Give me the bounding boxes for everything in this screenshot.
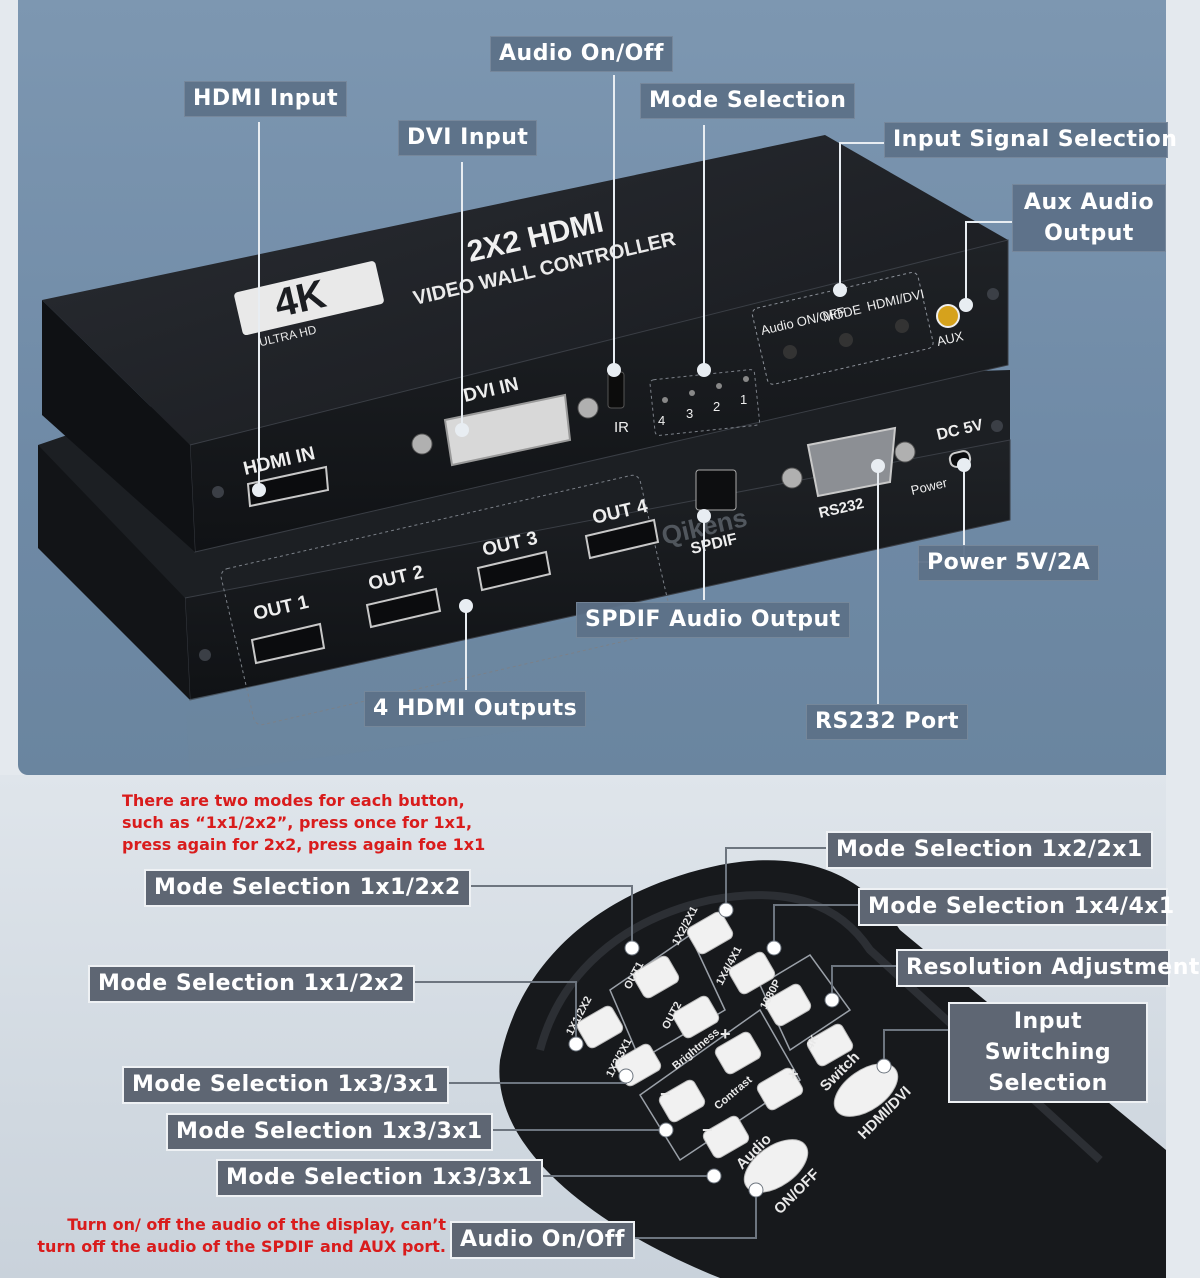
label-mode-1x2-2x1: Mode Selection 1x2/2x1 bbox=[826, 831, 1153, 869]
out2-port bbox=[365, 587, 442, 629]
spdif-port bbox=[695, 469, 737, 511]
ir-window bbox=[607, 371, 625, 409]
svg-text:3: 3 bbox=[686, 406, 693, 421]
device-illustration: 4K ULTRA HD 2X2 HDMI VIDEO WALL CONTROLL… bbox=[38, 135, 1011, 775]
svg-text:2: 2 bbox=[713, 399, 720, 414]
label-hdmi-input: HDMI Input bbox=[184, 81, 348, 117]
label-hdmi-outputs: 4 HDMI Outputs bbox=[364, 691, 587, 727]
out1-port bbox=[250, 622, 326, 665]
remote-4k-text: 4K bbox=[804, 1033, 821, 1051]
label-mode-selection: Mode Selection bbox=[640, 83, 856, 119]
aux-jack bbox=[936, 304, 960, 328]
remote-minus-2: − bbox=[702, 1120, 713, 1140]
remote-buttons bbox=[576, 911, 899, 1193]
aux-text: AUX bbox=[935, 328, 965, 349]
svg-text:4: 4 bbox=[658, 413, 665, 428]
out4-port bbox=[584, 518, 660, 560]
mode-button bbox=[839, 333, 853, 347]
label-input-switching-selection: Input Switching Selection bbox=[948, 1002, 1148, 1103]
ir-text: IR bbox=[614, 419, 629, 436]
label-audio-onoff-bottom: Audio On/Off bbox=[450, 1221, 635, 1259]
remote-minus-1: − bbox=[660, 1084, 671, 1104]
label-dvi-input: DVI Input bbox=[398, 120, 538, 156]
hdmi-dvi-button bbox=[895, 319, 909, 333]
out3-port bbox=[476, 550, 552, 592]
label-rs232-port: RS232 Port bbox=[806, 704, 968, 740]
label-resolution-adjustment: Resolution Adjustment bbox=[896, 949, 1199, 987]
remote-plus-1: + bbox=[720, 1024, 731, 1044]
note-audio: Turn on/ off the audio of the display, c… bbox=[37, 1215, 446, 1256]
label-spdif-output: SPDIF Audio Output bbox=[576, 602, 850, 638]
label-mode-1x3-3x1-a: Mode Selection 1x3/3x1 bbox=[122, 1066, 449, 1104]
dvi-in-port bbox=[443, 393, 572, 467]
label-mode-1x3-3x1-b: Mode Selection 1x3/3x1 bbox=[166, 1113, 493, 1151]
audio-button bbox=[783, 345, 797, 359]
label-power: Power 5V/2A bbox=[918, 545, 1100, 581]
label-mode-1x1-2x2-b: Mode Selection 1x1/2x2 bbox=[88, 965, 415, 1003]
main-unit bbox=[42, 135, 1009, 661]
top-leader-dots bbox=[252, 283, 973, 613]
label-mode-1x1-2x2-a: Mode Selection 1x1/2x2 bbox=[144, 869, 471, 907]
hdmi-in-port bbox=[246, 465, 330, 508]
logo-4k: 4K ULTRA HD bbox=[234, 261, 384, 349]
label-input-signal-selection: Input Signal Selection bbox=[884, 122, 1177, 158]
svg-text:1: 1 bbox=[740, 392, 747, 407]
label-aux-audio-output: Aux Audio Output bbox=[1012, 184, 1166, 252]
label-mode-1x3-3x1-c: Mode Selection 1x3/3x1 bbox=[216, 1159, 543, 1197]
label-mode-1x4-4x1: Mode Selection 1x4/4x1 bbox=[858, 888, 1174, 926]
label-audio-onoff-top: Audio On/Off bbox=[490, 36, 673, 72]
rs232-port bbox=[806, 426, 897, 498]
bottom-leader-dots bbox=[568, 902, 892, 1198]
note-modes: There are two modes for each button, suc… bbox=[122, 791, 486, 854]
outputs-group bbox=[220, 474, 674, 726]
mode-leds: 4 3 2 1 bbox=[658, 376, 749, 428]
remote-plus-2: + bbox=[788, 1064, 799, 1084]
remote-illustration: 1X2/2X1 1X4/4X1 OUT1 OUT2 1X1/2X2 1X3/3X… bbox=[400, 847, 1166, 1278]
